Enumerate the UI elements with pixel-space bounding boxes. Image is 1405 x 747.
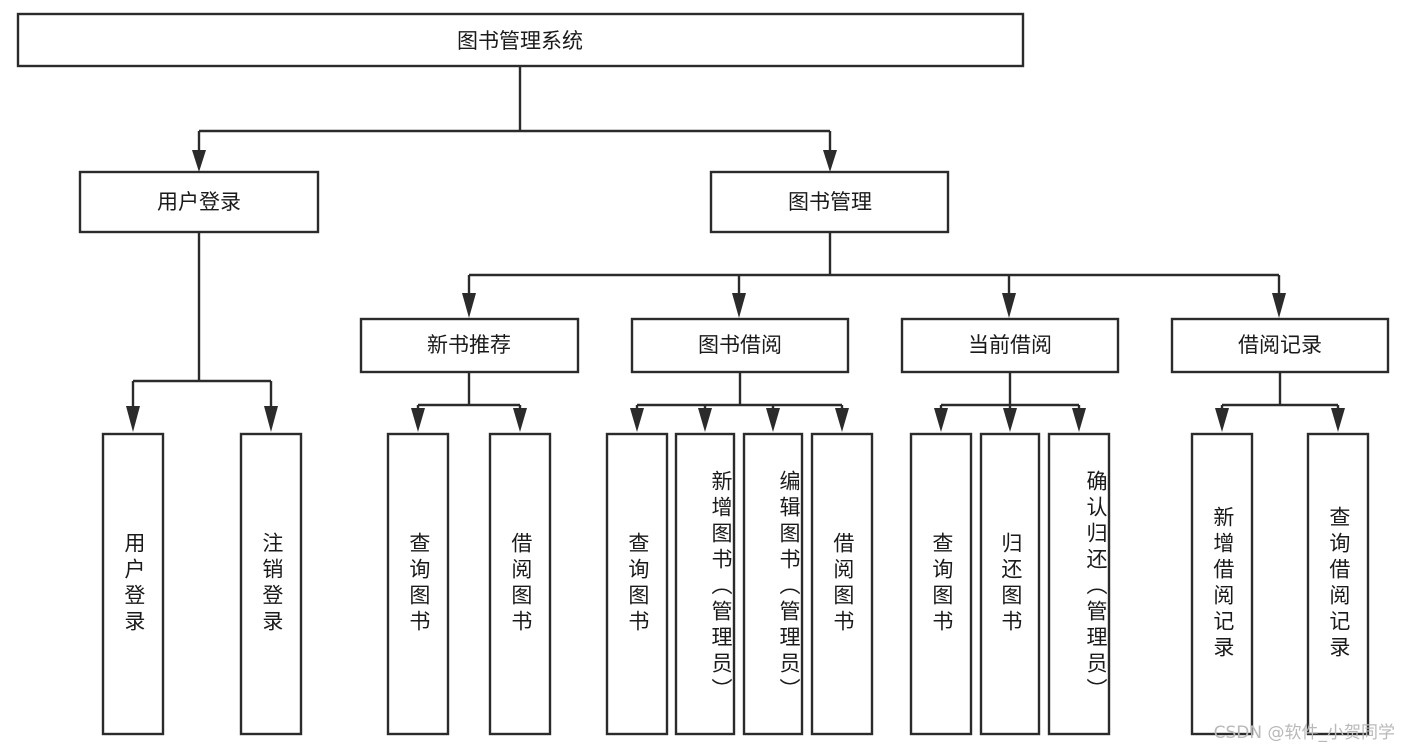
arrowhead-br-0 (1215, 408, 1229, 432)
node-borrow-record-box[interactable] (1170, 317, 1390, 374)
node-user-login-label: 用户登录 (157, 190, 241, 214)
node-leaf-current-borrow-1-box[interactable] (979, 432, 1041, 736)
node-book-borrow-label: 图书借阅 (698, 333, 782, 357)
node-leaf-borrow-record-1-box[interactable] (1306, 432, 1370, 736)
node-leaf-book-borrow-3-box[interactable] (810, 432, 874, 736)
arrowhead-cb-0 (934, 408, 948, 432)
watermark-text: CSDN @软件_小贺同学 (1213, 723, 1395, 743)
arrowhead-user-login (192, 150, 206, 172)
arrowhead-l3-0 (462, 293, 476, 318)
node-current-borrow-box[interactable] (900, 317, 1120, 374)
node-book-manage-label: 图书管理 (788, 190, 872, 214)
node-leaf-new-book-recommend-0-box[interactable] (386, 432, 450, 736)
node-new-book-recommend-box[interactable] (359, 317, 580, 374)
node-leaf-borrow-record-0-box[interactable] (1190, 432, 1254, 736)
node-current-borrow-label: 当前借阅 (968, 333, 1052, 357)
arrowhead-nbr-0 (411, 408, 425, 432)
node-leaf-current-borrow-0-box[interactable] (909, 432, 973, 736)
node-leaf-user-login-1-box[interactable] (239, 432, 303, 736)
node-leaf-current-borrow-2-box[interactable] (1047, 432, 1111, 736)
node-new-book-recommend-label: 新书推荐 (427, 333, 511, 357)
arrowhead-br-1 (1331, 408, 1345, 432)
node-book-borrow-box[interactable] (630, 317, 850, 374)
node-leaf-new-book-recommend-1-box[interactable] (488, 432, 552, 736)
arrowhead-l3-3 (1272, 293, 1286, 318)
arrowhead-bb-0 (630, 408, 644, 432)
node-leaf-book-borrow-0-box[interactable] (605, 432, 669, 736)
arrowhead-ul-leaf-0 (126, 406, 140, 432)
node-book-manage-box[interactable] (709, 170, 950, 234)
node-leaf-book-borrow-2-box[interactable] (742, 432, 804, 736)
arrowhead-bb-3 (835, 408, 849, 432)
arrowhead-bb-2 (766, 408, 780, 432)
arrowhead-cb-2 (1072, 408, 1086, 432)
node-leaf-user-login-0-box[interactable] (101, 432, 165, 736)
arrowhead-book-manage (823, 150, 837, 172)
arrowhead-cb-1 (1003, 408, 1017, 432)
arrowhead-nbr-1 (513, 408, 527, 432)
arrowhead-l3-1 (732, 293, 746, 318)
arrowhead-l3-2 (1002, 293, 1016, 318)
node-leaf-book-borrow-1-box[interactable] (674, 432, 736, 736)
arrowhead-bb-1 (698, 408, 712, 432)
node-root-box[interactable] (16, 12, 1025, 68)
node-borrow-record-label: 借阅记录 (1238, 333, 1322, 357)
node-root-label: 图书管理系统 (457, 29, 583, 53)
arrowhead-ul-leaf-1 (264, 406, 278, 432)
